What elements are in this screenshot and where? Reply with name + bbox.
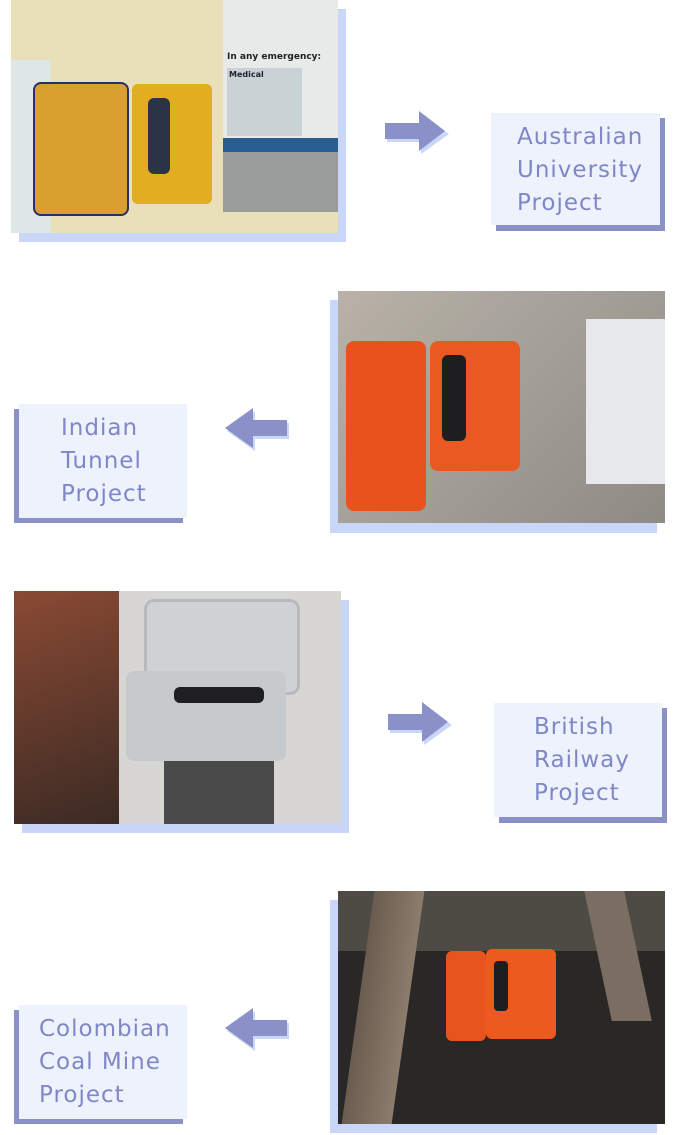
project-label-indian-tunnel: Indian Tunnel Project	[19, 404, 187, 518]
arrow-left-icon	[225, 408, 289, 451]
arrow-right-icon	[385, 111, 449, 154]
poster-section: Medical	[227, 68, 302, 136]
photo-orange-phone-tunnel-wall	[338, 291, 665, 523]
label-line: British	[534, 714, 615, 740]
label-line: University	[517, 157, 644, 183]
label-line: Indian	[61, 415, 139, 441]
project-label-british-railway: British Railway Project	[494, 703, 662, 817]
label-line: Project	[39, 1082, 125, 1108]
photo-orange-phone-coal-mine	[338, 891, 665, 1124]
label-line: Project	[517, 190, 603, 216]
project-label-australian-university: Australian University Project	[491, 113, 660, 225]
photo-yellow-emergency-phone-wall: In any emergency: Medical	[11, 0, 338, 233]
label-line: Colombian	[39, 1016, 171, 1042]
label-line: Railway	[534, 747, 630, 773]
label-line: Project	[534, 780, 620, 806]
project-label-colombian-coal-mine: Colombian Coal Mine Project	[19, 1005, 187, 1119]
arrow-right-icon	[388, 702, 452, 745]
label-line: Tunnel	[61, 448, 142, 474]
arrow-left-icon	[225, 1008, 289, 1051]
photo-grey-phone-railway	[14, 591, 341, 824]
label-line: Coal Mine	[39, 1049, 161, 1075]
label-line: Project	[61, 481, 147, 507]
label-line: Australian	[517, 124, 644, 150]
poster-heading: In any emergency:	[227, 52, 322, 62]
